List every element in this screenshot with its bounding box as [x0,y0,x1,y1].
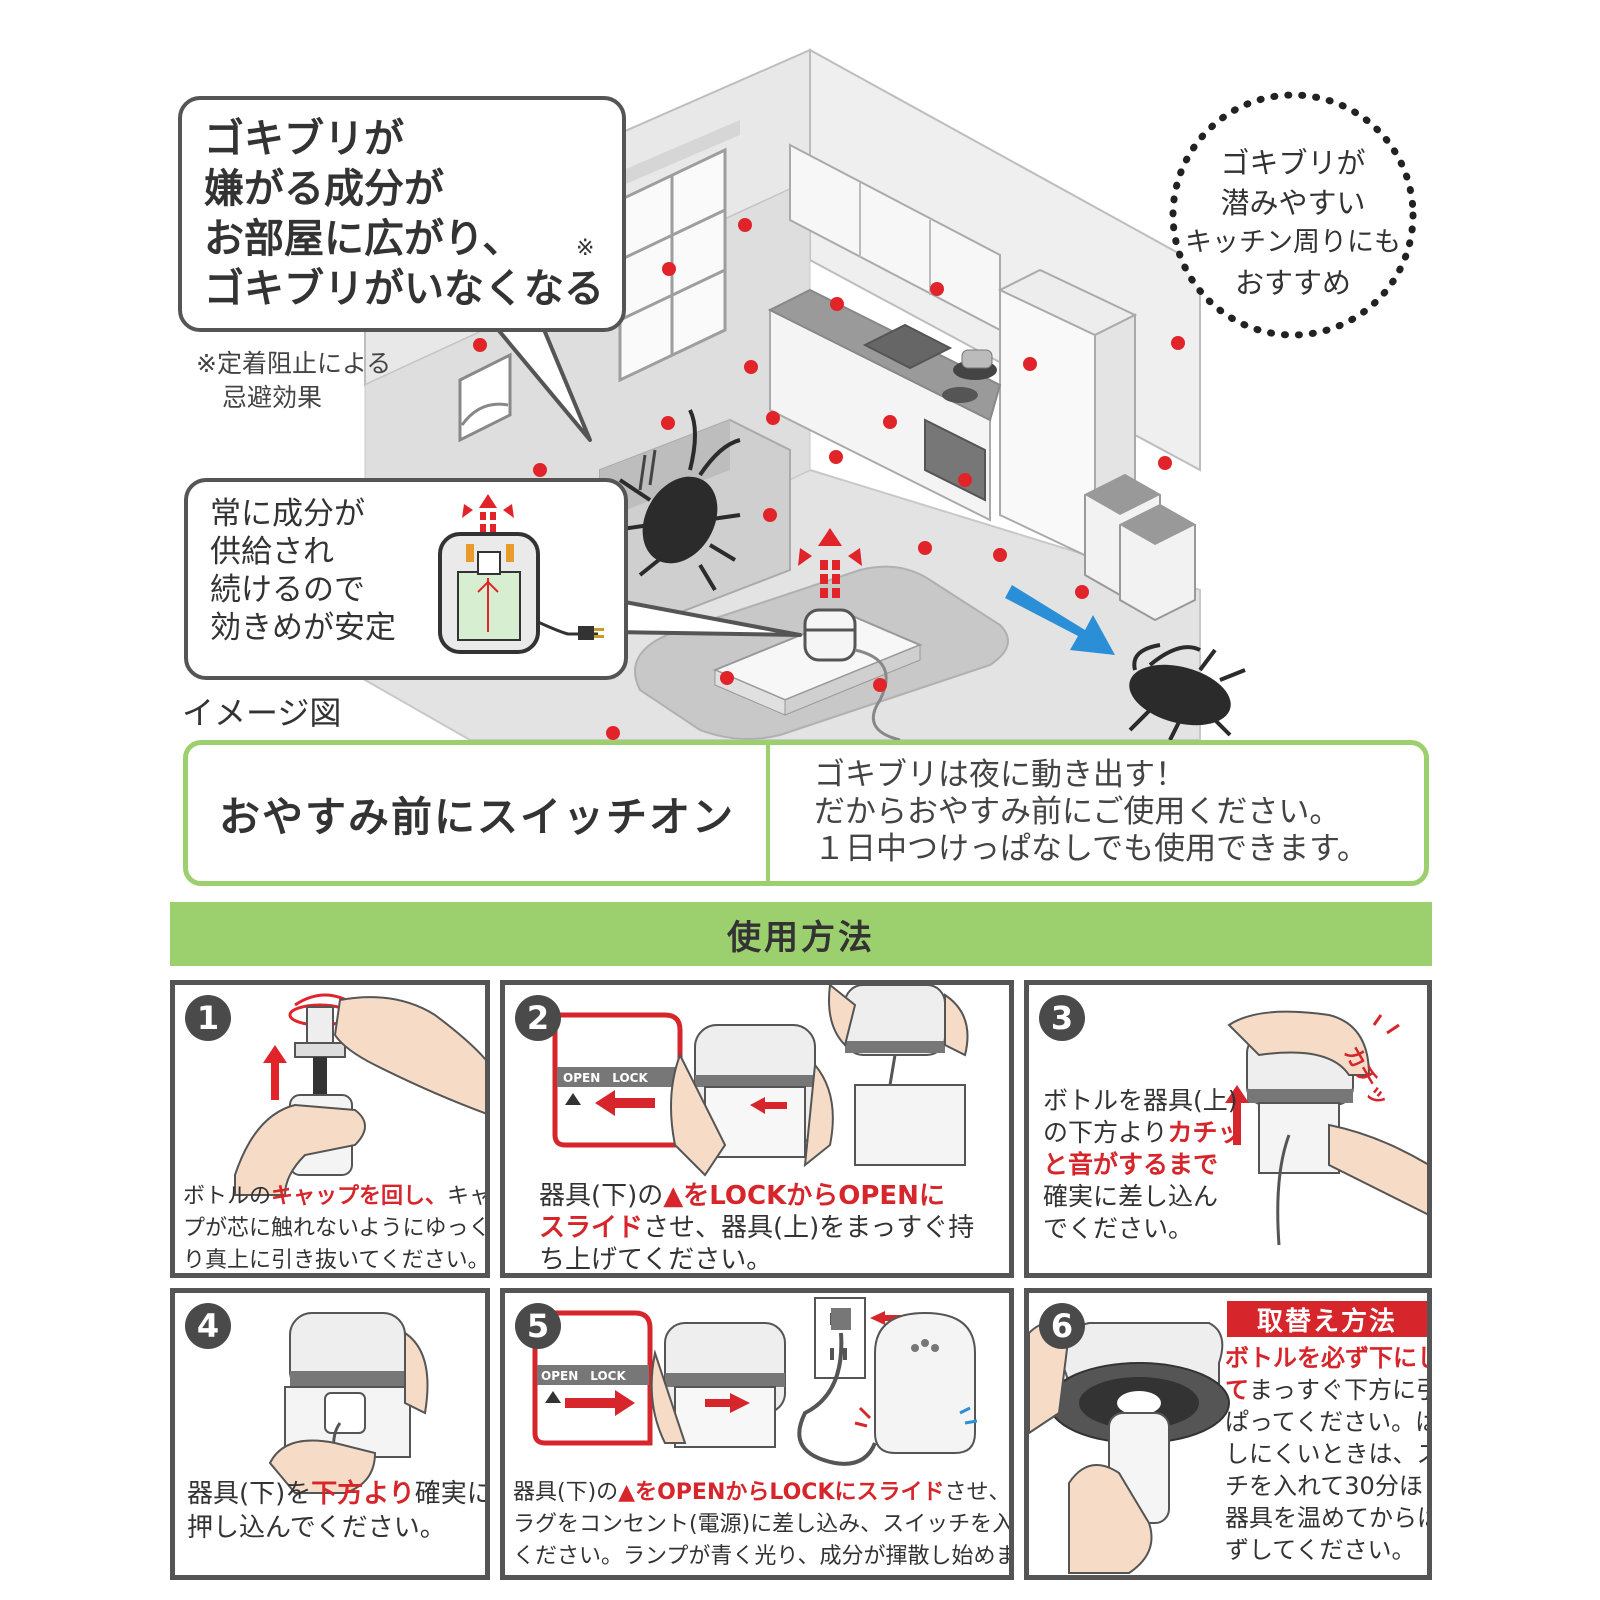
callout-device-line: 効きめが安定 [210,610,396,646]
step-6-text: ずしてください。 [1225,1536,1416,1564]
step-3-text: ボトルを器具(上) [1043,1086,1238,1115]
step-6-text: てまっすぐ下方に引っ [1225,1375,1427,1406]
open-lock-label: OPEN LOCK [541,1369,626,1383]
step-3-highlight: と音がするまで [1043,1150,1219,1179]
step-number: 4 [185,1303,231,1349]
info-line: だからおやすみ前にご使用ください。 [814,794,1341,830]
step-1-text: プが芯に触れないようにゆっく [183,1216,490,1241]
kitchen-badge-circle [1169,91,1417,339]
asterisk-mark: ※ [576,236,595,261]
info-line: １日中つけっぱなしでも使用できます。 [814,831,1368,867]
divider [766,745,770,881]
kitchen-badge-line: ゴキブリが [1220,146,1366,180]
step-6-panel: 6 取替え方法 ボトルを必ず下にし てまっすぐ下方に引っ ぱってください。はず … [1024,1288,1432,1580]
particle-dots [473,218,1185,740]
text-part: 器具(下)の [539,1181,664,1211]
step-number: 5 [515,1303,561,1349]
fridge [999,288,1096,562]
step-number: 1 [185,995,231,1041]
step-3-illustration [1225,1010,1427,1246]
callout-main: ゴキブリが 嫌がる成分が お部屋に広がり、 ゴキブリがいなくなる [178,96,626,332]
step-6-text: チを入れて30分ほど [1225,1472,1432,1500]
step-6-highlight: ボトルを必ず下にし [1225,1344,1432,1372]
callout-main-line: ゴキブリが [204,116,404,162]
step-3-text: の下方よりカチッ [1043,1117,1243,1148]
image-label: イメージ図 [182,694,342,732]
step-6-illustration [1029,1322,1230,1574]
replacement-title: 取替え方法 [1227,1301,1427,1337]
callout-device-line: 常に成分が [210,496,365,532]
callout-device-line: 供給され [210,534,334,570]
callout-main-line: お部屋に広がり、 [204,216,523,262]
highlight-text: カチッ [1167,1118,1243,1147]
text-part: させ、プ [944,1480,1011,1505]
step-4-illustration [268,1312,429,1494]
device-diagram [438,494,604,654]
footnote: ※定着阻止による [196,349,392,378]
step-1-text: ボトルのキャップを回し、キャッ [183,1181,490,1212]
callout-main-line: 嫌がる成分が [204,166,444,212]
step-3-text: でください。 [1043,1214,1194,1243]
text-part: 確実に [414,1479,490,1509]
highlight-text: 下方より [311,1479,415,1509]
step-5-text: ラグをコンセント(電源)に差し込み、スイッチを入れて [513,1512,1014,1537]
step-5-panel: OPEN LOCK 5 器具(下)の▲をOPENからLOCKにスライドさせ、プ … [500,1288,1014,1580]
kitchen-badge-line: 潜みやすい [1220,186,1366,220]
usage-title: 使用方法 [170,902,1432,966]
step-6-text: 器具を温めてからは [1225,1504,1432,1532]
callout-main-line: ゴキブリがいなくなる [204,266,604,312]
sink [862,323,953,370]
emission-arrows [798,528,862,598]
text-part: キャッ [447,1184,490,1209]
step-1-text: り真上に引き抜いてください。 [183,1248,490,1273]
step-4-text: 押し込んでください。 [187,1513,446,1543]
text-part: 器具(下)の [513,1480,619,1505]
escape-arrow [1005,585,1115,655]
highlight-text: て [1225,1376,1249,1404]
highlight-text: キャップを回し、 [271,1184,448,1209]
info-line: ゴキブリは夜に動き出す！ [814,757,1186,793]
step-6-text: ぱってください。はず [1225,1408,1427,1436]
step-2-text: ち上げてください。 [539,1245,773,1275]
kitchen-badge-line: キッチン周りにも [1185,227,1401,258]
text-part: させ、器具(上)をまっすぐ持 [643,1213,975,1243]
cockroach-icon [1128,643,1246,740]
step-6-text: しにくいときは、スイッ [1225,1440,1427,1468]
kitchen-badge-line: おすすめ [1234,266,1351,300]
callout-device-line: 続けるので [210,572,365,608]
step-number: 6 [1039,1303,1085,1349]
step-number: 3 [1039,995,1085,1041]
open-lock-label: OPEN LOCK [563,1071,648,1085]
step-2-text: 器具(下)の▲をLOCKからOPENに [539,1181,945,1212]
device [803,608,857,662]
step-2-illustration [552,985,969,1177]
cockroach-icon [614,409,741,592]
step-4-text: 器具(下)を下方より確実に [187,1479,490,1510]
highlight-text: スライド [539,1213,644,1243]
footnote: 忌避効果 [222,383,323,412]
step-number: 2 [515,995,561,1041]
info-headline: おやすみ前にスイッチオン [219,793,735,841]
highlight-text: ▲をLOCKからOPENに [663,1181,945,1211]
text-part: まっすぐ下方に引っ [1249,1376,1427,1404]
step-1-illustration [234,993,485,1196]
step-5-illustration [532,1297,978,1466]
step-3-panel: カチッ 3 ボトルを器具(上) の下方よりカチッ と音がするまで 確実に差し込ん… [1024,980,1432,1278]
callout-device: 常に成分が 供給され 続けるので 効きめが安定 [184,478,628,680]
text-part: ボトルの [183,1184,272,1209]
info-description: ゴキブリは夜に動き出す！ だからおやすみ前にご使用ください。 １日中つけっぱなし… [814,757,1368,868]
step-4-panel: 4 器具(下)を下方より確実に 押し込んでください。 [170,1288,490,1580]
text-part: の下方より [1043,1118,1168,1147]
step-2-text: スライドさせ、器具(上)をまっすぐ持 [539,1213,974,1244]
step-5-text: ください。ランプが青く光り、成分が揮散し始めます。 [513,1544,1014,1569]
room-illustration [362,48,1417,740]
step-1-panel: 1 ボトルのキャップを回し、キャッ プが芯に触れないようにゆっく り真上に引き抜… [170,980,490,1278]
step-3-text: 確実に差し込ん [1043,1182,1219,1211]
highlight-text: ▲をOPENからLOCKにスライド [618,1480,945,1505]
picture-frame [458,352,512,443]
text-part: 器具(下)を [187,1479,312,1509]
info-box: おやすみ前にスイッチオン ゴキブリは夜に動き出す！ だからおやすみ前にご使用くだ… [183,740,1429,886]
step-5-text: 器具(下)の▲をOPENからLOCKにスライドさせ、プ [513,1477,1011,1508]
step-2-panel: OPEN LOCK 2 器具(下)の▲をLOCKからOPENに スライドさせ、器… [500,980,1014,1278]
